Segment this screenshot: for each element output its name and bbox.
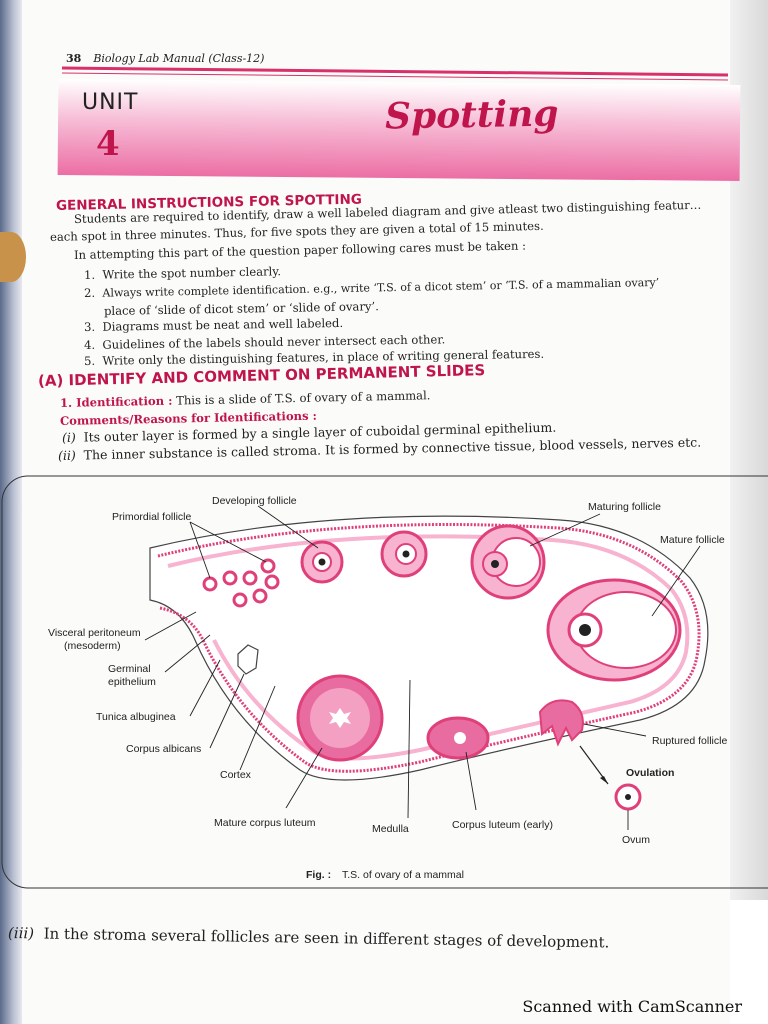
ovum — [614, 783, 642, 811]
label-germinal: Germinal — [108, 663, 151, 675]
book-title: Biology Lab Manual (Class-12) — [93, 52, 265, 65]
unit-number: 4 — [96, 124, 120, 164]
label-visceral: Visceral peritoneum — [48, 627, 141, 639]
running-header: 38 Biology Lab Manual (Class-12) — [66, 52, 264, 65]
label-mature-cl: Mature corpus luteum — [214, 817, 316, 829]
mature-corpus-luteum — [296, 674, 384, 762]
label-mature: Mature follicle — [660, 534, 725, 546]
unit-label: UNIT — [82, 90, 139, 115]
label-developing: Developing follicle — [212, 495, 297, 507]
label-albicans: Corpus albicans — [126, 743, 201, 755]
label-early-cl: Corpus luteum (early) — [452, 819, 553, 831]
early-corpus-luteum — [426, 716, 490, 760]
label-primordial: Primordial follicle — [112, 511, 192, 523]
label-medulla: Medulla — [372, 823, 409, 835]
ovulation-arrowhead — [600, 776, 608, 784]
label-ovum: Ovum — [622, 834, 650, 846]
label-tunica: Tunica albuginea — [96, 711, 176, 723]
label-visceral-sub: (mesoderm) — [64, 640, 121, 652]
figure-frame — [1, 475, 768, 889]
label-cortex: Cortex — [220, 769, 252, 781]
caption-prefix: Fig. : — [306, 869, 331, 881]
maturing-follicle — [470, 524, 546, 600]
label-ruptured: Ruptured follicle — [652, 735, 727, 747]
ruptured-follicle — [538, 699, 584, 747]
label-maturing: Maturing follicle — [588, 501, 661, 513]
finger-shadow — [0, 232, 26, 282]
page-number: 38 — [66, 52, 82, 65]
developing-follicle-2 — [380, 530, 428, 578]
camscanner-watermark: Scanned with CamScanner — [522, 997, 742, 1016]
developing-follicle — [300, 540, 344, 584]
label-ovulation: Ovulation — [626, 767, 674, 779]
mature-follicle — [546, 578, 682, 682]
figure-caption: T.S. of ovary of a mammal — [342, 869, 464, 881]
corpus-albicans — [237, 644, 259, 675]
leader-lines — [144, 505, 701, 830]
label-germinal-sub: epithelium — [108, 676, 156, 688]
